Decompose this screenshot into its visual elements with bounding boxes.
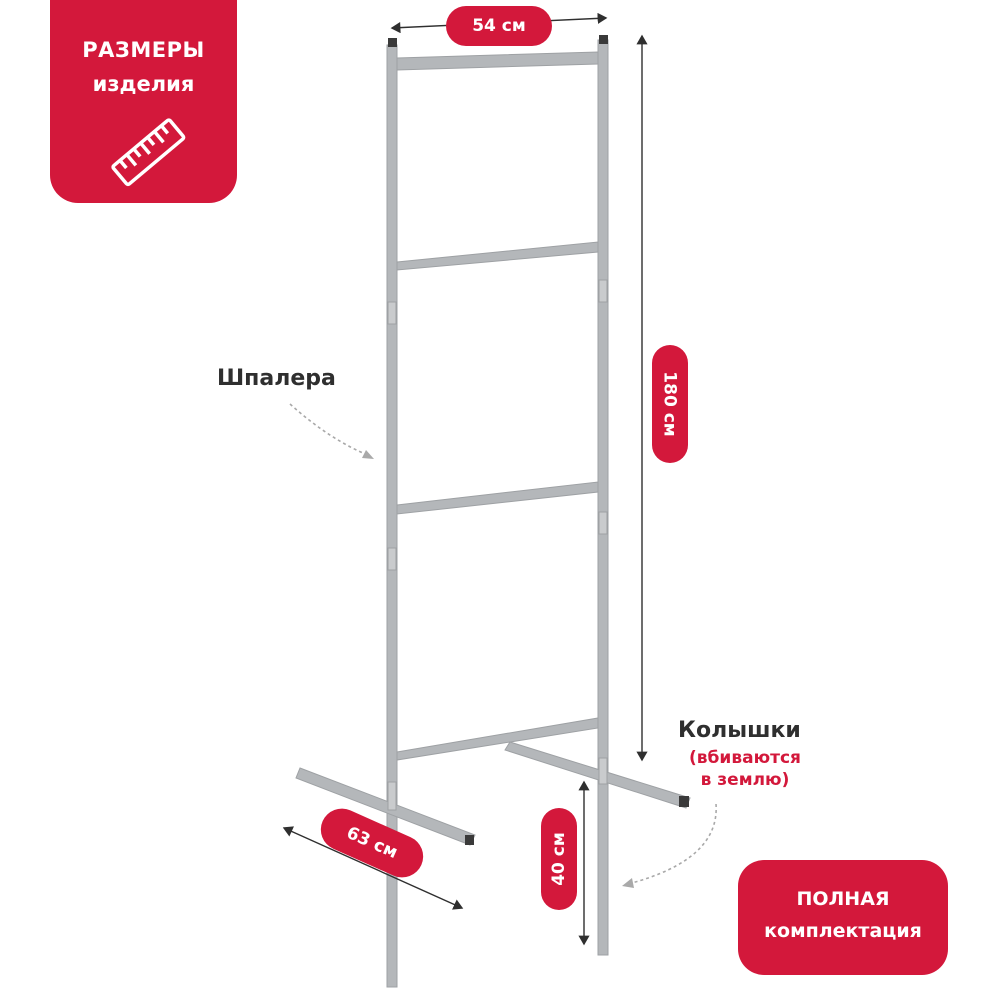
joint xyxy=(387,547,397,571)
right-base-bar xyxy=(504,741,691,809)
sizes-badge-title: РАЗМЕРЫ xyxy=(82,38,205,62)
right-upright xyxy=(597,39,609,956)
trellis-pointer-arrow xyxy=(289,403,371,457)
base-length-value: 63 см xyxy=(343,822,401,864)
left-cap xyxy=(388,38,397,47)
right-foot-cap xyxy=(679,796,689,807)
stake-depth-value: 40 см xyxy=(549,832,569,886)
joint xyxy=(598,511,608,535)
joint xyxy=(598,279,608,303)
right-cap xyxy=(599,35,608,44)
full-kit-badge: ПОЛНАЯ комплектация xyxy=(738,860,948,975)
crossbar-3 xyxy=(396,481,599,515)
dimension-lines xyxy=(282,12,648,946)
crossbar-top xyxy=(396,51,599,71)
left-foot-cap xyxy=(465,835,474,845)
ruler-icon xyxy=(110,118,185,187)
crossbar-2 xyxy=(396,241,599,271)
stakes-pointer-arrow xyxy=(627,803,717,885)
full-kit-subtitle: комплектация xyxy=(764,920,922,942)
trellis-frame xyxy=(295,35,691,988)
joint xyxy=(387,301,397,325)
stake-depth-dimension-pill: 40 см xyxy=(541,808,577,910)
trellis-label: Шпалера xyxy=(217,366,336,391)
height-value: 180 см xyxy=(660,371,681,437)
full-kit-title: ПОЛНАЯ xyxy=(796,888,890,910)
stakes-note-line-2: в землю) xyxy=(700,770,790,790)
stake-clip xyxy=(387,781,397,811)
width-dimension-pill: 54 см xyxy=(446,6,552,46)
sizes-badge-subtitle: изделия xyxy=(92,72,195,96)
pointer-arrows xyxy=(289,403,717,885)
height-dimension-pill: 180 см xyxy=(652,345,688,463)
base-length-dimension-line xyxy=(282,826,464,910)
arrow-head-icon xyxy=(362,450,374,459)
crossbar-4 xyxy=(396,717,599,761)
arrow-head-icon xyxy=(622,878,634,888)
stakes-note-line-1: (вбиваются xyxy=(689,748,801,768)
width-value: 54 см xyxy=(472,16,526,36)
stakes-label: Колышки xyxy=(678,718,801,743)
sizes-badge: РАЗМЕРЫ изделия xyxy=(50,0,237,203)
stake-clip xyxy=(598,757,608,785)
